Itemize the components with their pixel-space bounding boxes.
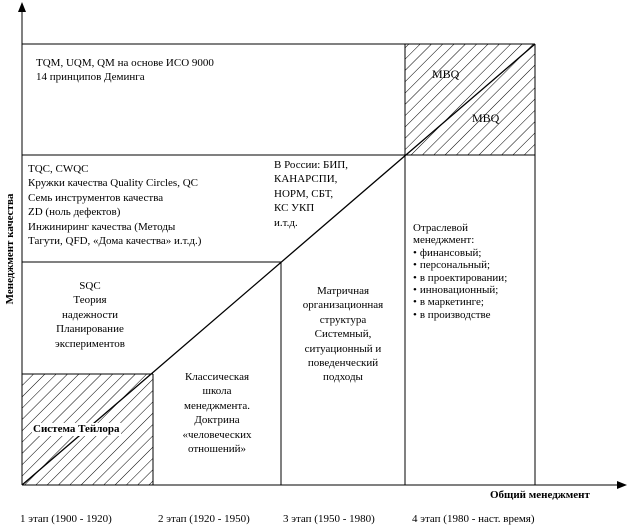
branch-item: персональный; (413, 259, 507, 271)
tqc-line: ZD (ноль дефектов) (28, 206, 121, 219)
diagonal-line (21, 43, 536, 486)
classic-line: отношений» (187, 443, 247, 456)
sqc-line: Теория (73, 294, 107, 307)
classic-line: Классическая (184, 371, 250, 383)
tqc-line: TQC, CWQC (28, 163, 89, 175)
stage-label: 3 этап (1950 - 1980) (283, 513, 375, 525)
x-axis-label: Общий менеджмент (490, 489, 590, 501)
tqc-line: Кружки качества Quality Circles, QC (28, 177, 198, 190)
tqc-line: Инжиниринг качества (Методы (28, 220, 176, 233)
classic-text: Классическая школа менеджмента. Доктрина… (158, 370, 276, 456)
matrix-line: ситуационный и (304, 342, 382, 355)
branch-item: инновационный; (413, 284, 507, 296)
russia-line: НОРМ, СБТ, (274, 187, 334, 200)
russia-line: и.т.д. (274, 216, 298, 229)
matrix-text: Матричная организационная структура Сист… (281, 284, 405, 385)
top-row-line: TQM, UQM, QM на основе ИСО 9000 (36, 57, 214, 69)
classic-line: менеджмента. (184, 399, 250, 412)
branch-text: Отраслевой менеджмент: финансовый; персо… (413, 222, 507, 321)
branch-list: финансовый; персональный; в проектирован… (413, 247, 507, 321)
branch-item: в проектировании; (413, 272, 507, 284)
matrix-line: организационная (302, 299, 384, 312)
tqc-text: TQC, CWQC Кружки качества Quality Circle… (28, 162, 201, 248)
matrix-line: подходы (323, 371, 363, 384)
top-row-text: TQM, UQM, QM на основе ИСО 9000 14 принц… (36, 56, 214, 85)
top-row-line: 14 принципов Деминга (36, 71, 145, 84)
branch-item: в производстве (413, 309, 507, 321)
stage-label: 2 этап (1920 - 1950) (158, 513, 250, 525)
classic-line: Доктрина (194, 414, 240, 427)
russia-text: В России: БИП, КАНАРСПИ, НОРМ, СБТ, КС У… (274, 158, 348, 230)
sqc-line: надежности (61, 308, 119, 321)
sqc-text: SQC Теория надежности Планирование экспе… (40, 279, 140, 351)
russia-line: В России: БИП, (274, 159, 349, 171)
matrix-line: Матричная (316, 285, 370, 297)
sqc-line: SQC (79, 280, 101, 292)
matrix-line: Системный, (314, 328, 372, 341)
branch-item: в маркетинге; (413, 296, 507, 308)
taylor-label: Система Тейлора (32, 423, 121, 436)
mbq-label: MBQ (432, 67, 460, 81)
russia-line: КАНАРСПИ, (274, 173, 338, 186)
tqc-line: Семь инструментов качества (28, 191, 164, 204)
matrix-line: структура (319, 313, 367, 326)
y-axis-label: Менеджмент качества (4, 193, 16, 305)
stage-label: 4 этап (1980 - наст. время) (412, 513, 535, 525)
stage-label: 1 этап (1900 - 1920) (20, 513, 112, 525)
classic-line: школа (202, 385, 232, 398)
sqc-line: Планирование (56, 323, 124, 336)
classic-line: «человеческих (182, 428, 252, 441)
x-axis-arrow (617, 481, 627, 489)
russia-line: КС УКП (274, 202, 315, 215)
branch-title-line: Отраслевой (413, 222, 469, 234)
tqc-line: Тагути, QFD, «Дома качества» и.т.д.) (28, 235, 202, 248)
matrix-line: поведенческий (307, 357, 379, 370)
branch-item: финансовый; (413, 247, 507, 259)
sqc-line: экспериментов (55, 337, 125, 350)
y-axis-arrow (18, 2, 26, 12)
branch-title-line: менеджмент: (413, 234, 475, 247)
mbq-diagonal-label: MBQ (472, 111, 500, 125)
